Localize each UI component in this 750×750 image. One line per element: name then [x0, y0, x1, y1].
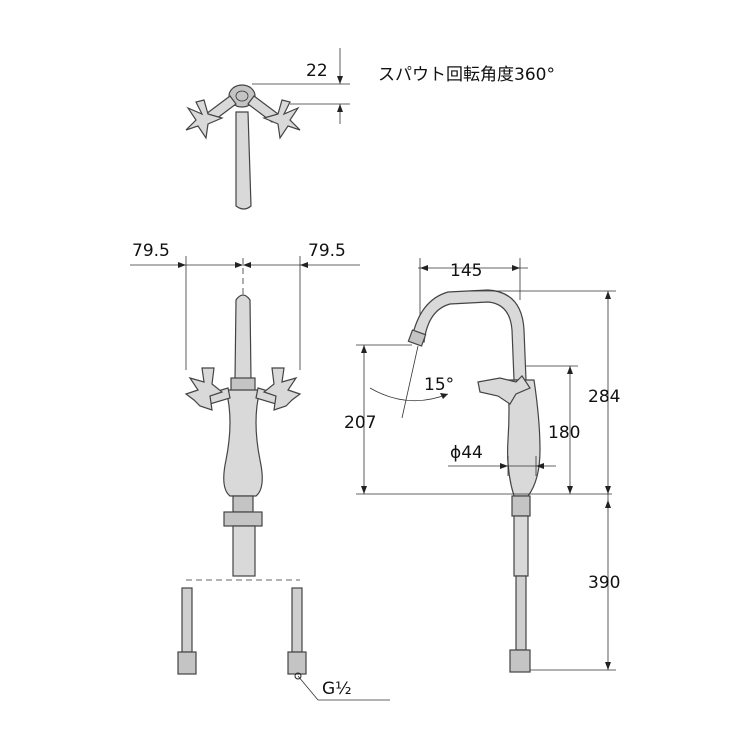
front-handle-right — [262, 367, 302, 411]
side-handle — [477, 375, 531, 405]
dim-180-arrow-bottom — [567, 486, 573, 494]
dim-phi44-arrow-right — [536, 463, 544, 469]
front-nut — [223, 511, 263, 527]
top-view-handle-left — [185, 99, 224, 140]
side-shank — [513, 515, 529, 577]
dim-79-arrow-l2 — [243, 262, 251, 268]
angle-line — [401, 345, 419, 419]
front-handle-left — [184, 367, 224, 411]
dim-15deg-label: 15° — [424, 375, 454, 395]
dim-79-arrow-l1 — [178, 262, 186, 268]
front-hose-right — [291, 587, 303, 653]
front-body — [223, 389, 263, 497]
dim-284-arrow-top — [605, 291, 611, 299]
dim-390-label: 390 — [588, 573, 620, 593]
top-view-base-inner — [235, 90, 249, 102]
dim-79-arrow-r1 — [235, 262, 243, 268]
dim-145-label: 145 — [450, 261, 482, 281]
dim-145-arrow-left — [420, 265, 428, 271]
front-hose-left-nut — [177, 651, 197, 675]
dim-390-arrow-top — [605, 500, 611, 508]
dim-390-arrow-bottom — [605, 662, 611, 670]
angle-arc — [369, 387, 449, 402]
dim-79-right-label: 79.5 — [308, 241, 346, 261]
top-view-spout — [235, 111, 252, 210]
side-fitting — [511, 495, 531, 517]
front-view: 79.5 79.5 G½ — [130, 241, 390, 701]
dim-22-arrow-bottom — [337, 104, 343, 112]
side-aerator — [407, 329, 427, 347]
top-view: 22 スパウト回転角度360° — [185, 48, 555, 210]
dim-207-label: 207 — [344, 413, 376, 433]
side-spout — [411, 289, 527, 381]
front-shank — [232, 525, 256, 577]
dim-180-arrow-top — [567, 366, 573, 374]
thread-leader — [297, 675, 319, 701]
side-hose — [515, 575, 527, 651]
dim-79-left-label: 79.5 — [132, 241, 170, 261]
top-view-handle-right — [262, 99, 301, 140]
front-spout-tube — [234, 294, 252, 381]
thread-leader-dot — [294, 672, 302, 680]
dim-180-label: 180 — [548, 423, 580, 443]
front-hose-right-nut — [287, 651, 307, 675]
front-fitting-upper — [232, 495, 254, 513]
dim-207-arrow-bottom — [361, 486, 367, 494]
thread-label: G½ — [322, 679, 352, 699]
dim-22-label: 22 — [306, 61, 328, 81]
dim-phi44-label: ϕ44 — [450, 443, 483, 463]
angle-arrow — [440, 393, 448, 399]
dim-207-arrow-top — [361, 345, 367, 353]
dim-79-arrow-r2 — [300, 262, 308, 268]
dim-145-arrow-right — [512, 265, 520, 271]
dim-284-label: 284 — [588, 387, 620, 407]
front-hose-left — [181, 587, 193, 653]
dim-284-arrow-bottom — [605, 486, 611, 494]
spout-rotation-label: スパウト回転角度360° — [378, 65, 555, 85]
side-view: 145 207 15° ϕ44 — [344, 258, 620, 673]
dim-phi44-arrow-left — [500, 463, 508, 469]
dim-22-arrow-top — [337, 76, 343, 84]
side-hose-nut — [509, 649, 531, 673]
